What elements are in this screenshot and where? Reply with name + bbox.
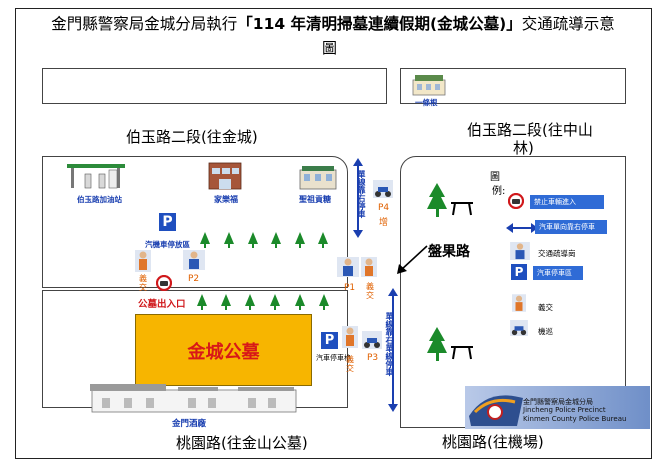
label-jialefu: 家樂福 bbox=[214, 195, 238, 204]
tree-icon bbox=[270, 294, 280, 310]
no-entry-icon bbox=[508, 193, 524, 209]
label-zeng: 增 bbox=[379, 218, 389, 228]
car-parking-icon: P bbox=[321, 332, 338, 349]
parking-upper-icon: P bbox=[159, 213, 176, 231]
road-label-top-left: 伯玉路二段(往金城) bbox=[126, 128, 258, 146]
road-label-top-right-2: 林) bbox=[513, 139, 534, 157]
traffic-officer-icon bbox=[183, 250, 205, 270]
volunteer-icon bbox=[342, 326, 358, 348]
title-prefix: 金門縣警察局金城分局執行 bbox=[51, 15, 238, 33]
label-yijiao-p3: 義交 bbox=[346, 355, 354, 373]
road-label-top-right-1: 伯玉路二段(往中山 bbox=[467, 121, 593, 139]
no-entry-icon bbox=[156, 275, 172, 291]
label-parking-upper: 汽機車停放區 bbox=[145, 240, 190, 249]
volunteer-icon bbox=[361, 257, 377, 277]
tree-icon bbox=[197, 294, 207, 310]
title-highlight: 「114 年清明掃墓連續假期(金城公墓)」 bbox=[237, 15, 522, 33]
label-p2: P2 bbox=[188, 274, 200, 284]
label-vertical-upper: 單線靠右停車 bbox=[357, 170, 366, 218]
shengzu-building-icon bbox=[299, 166, 337, 190]
volunteer-icon bbox=[135, 250, 151, 272]
motor-patrol-icon bbox=[362, 331, 382, 349]
label-yitiao: 一條根 bbox=[415, 98, 438, 107]
label-shengzu: 聖祖貢糖 bbox=[299, 195, 331, 204]
tree-icon bbox=[224, 232, 234, 248]
legend-label-no-entry: 禁止車輛進入 bbox=[530, 195, 604, 209]
winery-building-icon bbox=[90, 384, 297, 413]
tree-icon bbox=[295, 294, 305, 310]
legend-label-one-way: 汽車單向靠右停車 bbox=[535, 220, 607, 234]
tree-icon bbox=[319, 294, 329, 310]
tree-bench-icon bbox=[427, 183, 473, 217]
label-vertical-lower: 單線靠右單線停車 bbox=[385, 312, 394, 376]
police-line-3: Kinmen County Police Bureau bbox=[523, 415, 627, 423]
double-arrow-icon bbox=[353, 158, 363, 238]
police-logo: 金門縣警察局金城分局 Jincheng Police Precinct Kinm… bbox=[465, 386, 650, 429]
label-car-parking: 汽車停車格 bbox=[316, 354, 351, 362]
jialefu-building-icon bbox=[208, 162, 242, 190]
tree-icon bbox=[295, 232, 305, 248]
motor-patrol-icon bbox=[510, 320, 528, 336]
traffic-officer-icon bbox=[337, 257, 359, 277]
police-line-2: Jincheng Police Precinct bbox=[523, 406, 606, 414]
title-tail: 圖 bbox=[322, 39, 338, 57]
label-cemetery-exit: 公墓出入口 bbox=[138, 299, 186, 310]
tree-icon bbox=[200, 232, 210, 248]
label-p3: P3 bbox=[367, 353, 379, 363]
label-winery: 金門酒廠 bbox=[172, 419, 207, 429]
road-label-panguo: 盤果路 bbox=[428, 244, 470, 260]
cemetery-area bbox=[135, 314, 312, 386]
traffic-officer-icon bbox=[510, 242, 530, 260]
label-yijiao-left: 義交 bbox=[139, 274, 147, 292]
gas-station-icon bbox=[67, 164, 125, 189]
panguo-arrow-icon bbox=[397, 245, 428, 274]
volunteer-icon bbox=[512, 294, 526, 312]
label-gas-station: 伯玉路加油站 bbox=[77, 195, 122, 204]
legend-label-volunteer: 義交 bbox=[538, 303, 553, 312]
legend-label-parking: 汽車停車區 bbox=[533, 266, 583, 280]
police-line-1: 金門縣警察局金城分局 bbox=[523, 398, 593, 406]
road-label-bottom-right: 桃園路(往機場) bbox=[442, 433, 544, 451]
tree-icon bbox=[271, 232, 281, 248]
tree-icon bbox=[318, 232, 328, 248]
tree-bench-icon bbox=[427, 327, 473, 361]
label-yijiao-p1: 義交 bbox=[366, 282, 374, 300]
label-cemetery: 金城公墓 bbox=[187, 342, 260, 363]
title-suffix: 交通疏導示意 bbox=[521, 15, 615, 33]
map-frame bbox=[15, 8, 652, 459]
legend-heading-2: 例: bbox=[492, 186, 506, 197]
legend-label-motor-patrol: 機巡 bbox=[538, 327, 553, 336]
yitiao-building-icon bbox=[412, 75, 446, 96]
parking-icon: P bbox=[511, 264, 527, 280]
legend-heading-1: 圖 bbox=[490, 172, 500, 183]
legend-label-traffic-post: 交通疏導崗 bbox=[538, 249, 576, 258]
tree-icon bbox=[245, 294, 255, 310]
double-arrow-icon bbox=[506, 223, 538, 233]
police-emblem-icon bbox=[469, 395, 523, 426]
label-p1: P1 bbox=[344, 283, 356, 293]
label-p4: P4 bbox=[378, 203, 390, 213]
double-arrow-icon bbox=[388, 288, 398, 412]
tree-icon bbox=[221, 294, 231, 310]
map-title: 金門縣警察局金城分局執行「114 年清明掃墓連續假期(金城公墓)」交通疏導示意 bbox=[16, 14, 650, 34]
motor-patrol-icon bbox=[373, 180, 393, 198]
tree-icon bbox=[248, 232, 258, 248]
road-label-bottom-left: 桃園路(往金山公墓) bbox=[176, 434, 308, 452]
block-top-left bbox=[42, 68, 387, 104]
